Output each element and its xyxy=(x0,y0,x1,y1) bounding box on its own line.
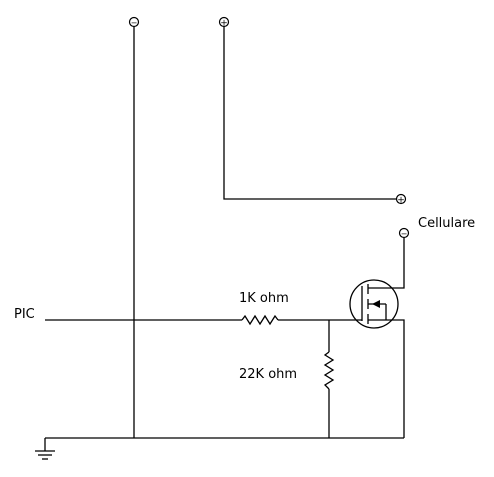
mosfet-icon xyxy=(349,279,399,329)
positive-supply-wire xyxy=(223,27,396,200)
terminal-top-left: − xyxy=(128,16,140,28)
drain-wire xyxy=(386,238,405,289)
terminal-cellulare: − xyxy=(398,227,410,239)
label-cellulare: Cellulare xyxy=(418,216,475,231)
label-pic: PIC xyxy=(14,307,35,322)
terminal-right-plus-sign: + xyxy=(397,196,405,206)
terminal-cellulare-sign: − xyxy=(401,230,408,239)
ground-icon xyxy=(35,438,55,460)
resistor-22k xyxy=(323,351,335,390)
label-resistor-22k: 22K ohm xyxy=(239,367,297,382)
terminal-right-plus: + xyxy=(395,193,407,206)
terminal-top-right: + xyxy=(218,16,230,29)
resistor-1k xyxy=(241,314,279,326)
source-wire xyxy=(386,319,405,438)
terminal-top-left-sign: − xyxy=(131,19,138,28)
terminal-top-right-sign: + xyxy=(220,19,228,29)
label-resistor-1k: 1K ohm xyxy=(239,291,289,306)
